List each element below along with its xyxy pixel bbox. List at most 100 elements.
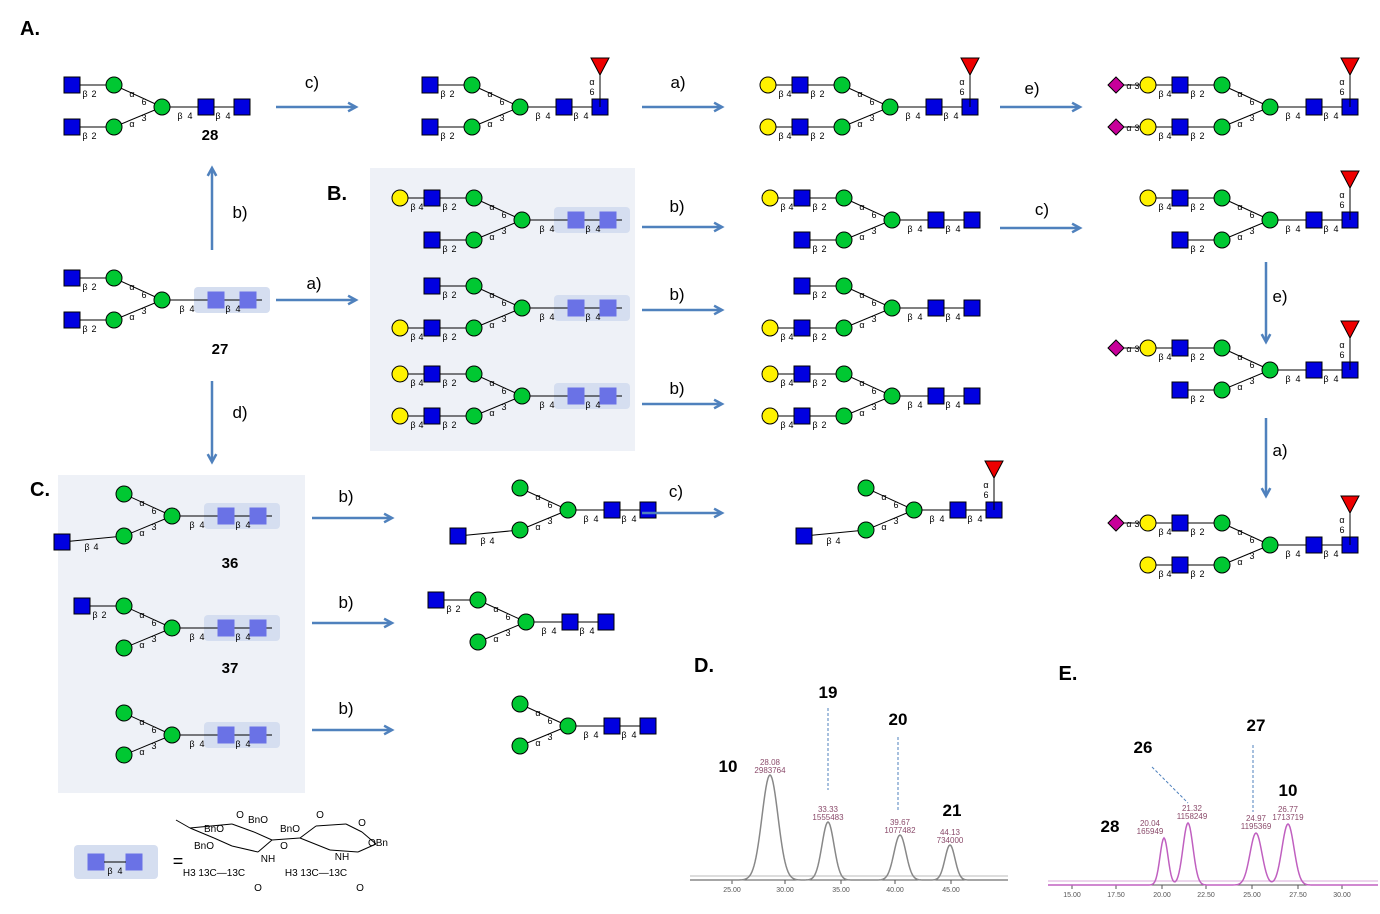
linkage-label: 6: [1339, 200, 1344, 210]
linkage-label: 4: [1333, 111, 1338, 121]
glcnac-square-symbol: [1305, 98, 1323, 116]
linkage-label: 4: [955, 400, 960, 410]
glcnac-square-symbol: [1171, 514, 1189, 532]
legend-structure-bond: [231, 823, 255, 833]
reaction-step-label: b): [669, 197, 684, 216]
legend-structure-label: O: [280, 841, 288, 852]
linkage-label: β: [778, 89, 783, 99]
mannose-circle-symbol: [115, 527, 133, 545]
glcnac-square-symbol: [795, 527, 813, 545]
chromatogram-d-tick-label: 25.00: [723, 887, 741, 894]
glcnac-square-symbol: [927, 211, 945, 229]
fucose-triangle-symbol: [984, 460, 1004, 480]
linkage-label: 4: [788, 420, 793, 430]
glycosidic-bond: [803, 529, 867, 537]
linkage-label: 4: [117, 866, 122, 876]
galactose-circle-symbol: [761, 365, 779, 383]
glycosidic-bond: [473, 219, 523, 241]
linkage-label: β: [215, 111, 220, 121]
linkage-label: β: [1190, 352, 1195, 362]
linkage-label: 6: [959, 87, 964, 97]
peak-retention-time: 33.33: [818, 805, 839, 814]
linkage-label: 3: [151, 522, 156, 532]
linkage-label: 2: [1199, 202, 1204, 212]
glcnac-square-symbol: [1171, 231, 1189, 249]
glcnac-square-symbol: [421, 118, 439, 136]
legend-equals: =: [173, 851, 184, 871]
linkage-label: α: [1237, 202, 1242, 212]
linkage-label: 3: [141, 306, 146, 316]
mannose-circle-symbol: [511, 737, 529, 755]
linkage-label: 4: [549, 224, 554, 234]
linkage-label: β: [1190, 131, 1195, 141]
linkage-label: 2: [821, 420, 826, 430]
linkage-label: α: [535, 522, 540, 532]
glycosidic-bond: [1221, 197, 1271, 221]
linkage-label: 4: [1166, 131, 1171, 141]
linkage-label: 6: [871, 386, 876, 396]
linkage-label: 6: [499, 97, 504, 107]
linkage-label: 4: [551, 626, 556, 636]
linkage-label: β: [410, 202, 415, 212]
linkage-label: β: [235, 632, 240, 642]
glcnac-square-symbol: [233, 98, 251, 116]
linkage-label: β: [945, 312, 950, 322]
mannose-circle-symbol: [1261, 361, 1279, 379]
glcnac-square-symbol: [963, 387, 981, 405]
linkage-label: β: [189, 632, 194, 642]
glycosidic-bond: [471, 84, 521, 108]
linkage-label: 4: [187, 111, 192, 121]
sialic-acid-diamond-symbol: [1107, 339, 1125, 357]
linkage-label: 4: [418, 378, 423, 388]
mannose-circle-symbol: [833, 76, 851, 94]
mannose-circle-symbol: [511, 479, 529, 497]
reaction-step-label: b): [669, 379, 684, 398]
peak-area: 2983764: [754, 766, 786, 775]
mannose-circle-symbol: [115, 485, 133, 503]
galactose-circle-symbol: [391, 189, 409, 207]
reaction-arrow-head: [206, 165, 218, 177]
linkage-label: 4: [225, 111, 230, 121]
linkage-label: 4: [1166, 352, 1171, 362]
glycosidic-bond: [473, 395, 523, 417]
linkage-label: β: [539, 400, 544, 410]
glycosidic-bond: [113, 299, 163, 321]
tag-glcnac-square-symbol: [599, 299, 617, 317]
linkage-label: 4: [583, 111, 588, 121]
linkage-label: β: [812, 244, 817, 254]
glycosidic-bond: [477, 621, 527, 643]
linkage-label: α: [1237, 557, 1242, 567]
mannose-circle-symbol: [163, 619, 181, 637]
linkage-label: 3: [501, 314, 506, 324]
peak-retention-time: 44.13: [940, 828, 961, 837]
linkage-label: α: [859, 290, 864, 300]
linkage-label: α: [881, 522, 886, 532]
galactose-circle-symbol: [1139, 118, 1157, 136]
glcnac-square-symbol: [197, 98, 215, 116]
glcnac-square-symbol: [449, 527, 467, 545]
linkage-label: 6: [141, 97, 146, 107]
mannose-circle-symbol: [465, 231, 483, 249]
glcnac-square-symbol: [73, 597, 91, 615]
linkage-label: 2: [1199, 244, 1204, 254]
galactose-circle-symbol: [1139, 556, 1157, 574]
legend-structure-label: BnO: [248, 815, 268, 826]
linkage-label: 2: [1199, 352, 1204, 362]
mannose-circle-symbol: [105, 118, 123, 136]
linkage-label: 2: [1199, 394, 1204, 404]
linkage-label: 3: [893, 516, 898, 526]
linkage-label: 3: [501, 226, 506, 236]
linkage-label: β: [84, 542, 89, 552]
chromatogram-d-trace: [690, 774, 1008, 881]
mannose-circle-symbol: [115, 639, 133, 657]
linkage-label: β: [225, 304, 230, 314]
mannose-circle-symbol: [469, 591, 487, 609]
mannose-circle-symbol: [1261, 98, 1279, 116]
linkage-label: α: [493, 634, 498, 644]
mannose-circle-symbol: [465, 319, 483, 337]
mannose-circle-symbol: [465, 365, 483, 383]
legend-structure-bond: [213, 837, 233, 847]
linkage-label: 4: [593, 730, 598, 740]
peak-area: 1555483: [812, 813, 844, 822]
fucose-triangle-symbol: [1340, 495, 1360, 515]
